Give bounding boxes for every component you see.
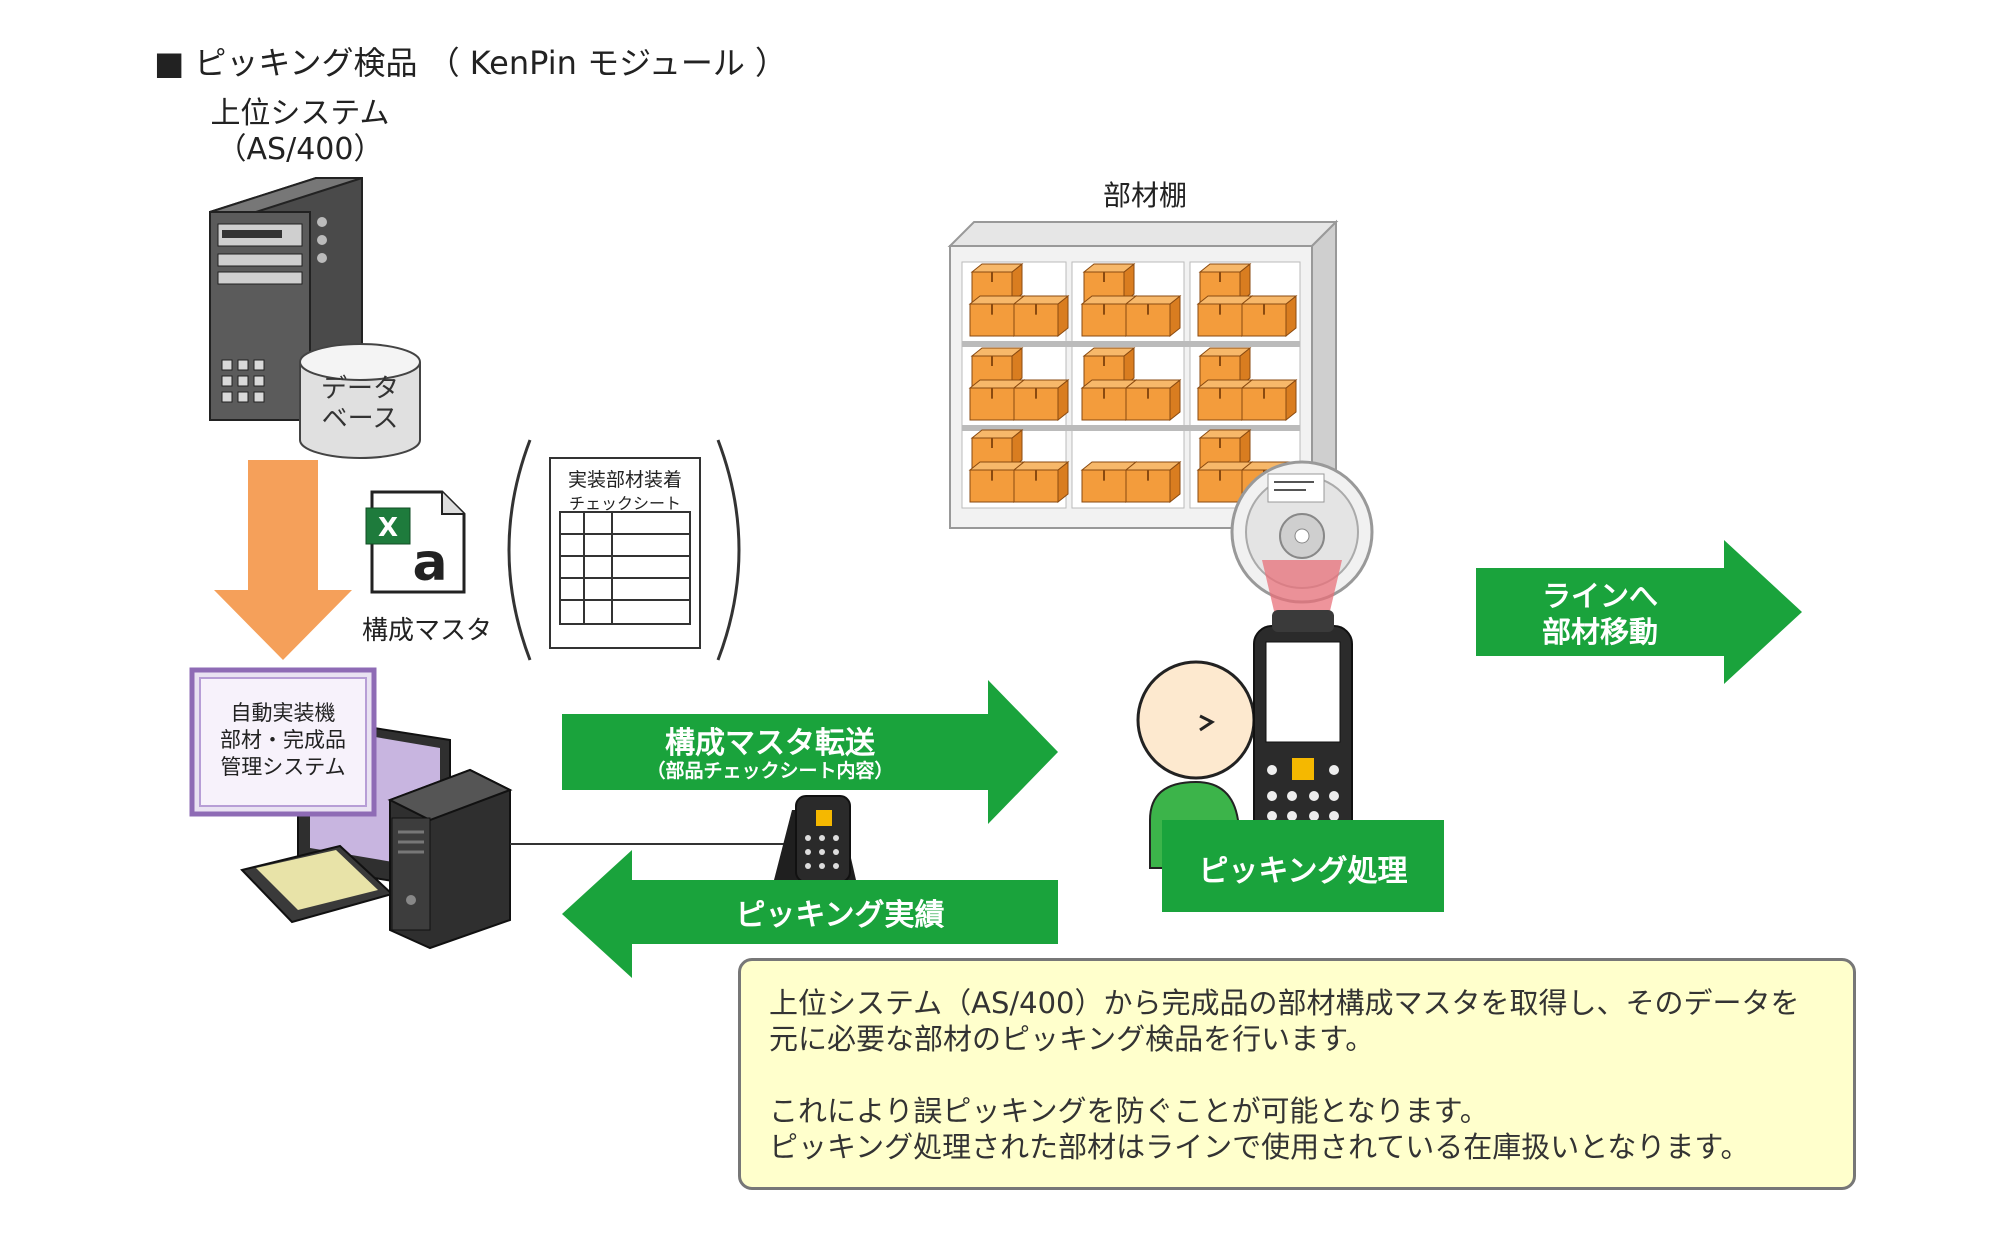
result-arrow-label: ピッキング実績 [735, 898, 945, 933]
transfer-arrow-sublabel: （部品チェックシート内容） [646, 760, 894, 782]
box-icon [1124, 460, 1182, 504]
box-icon [1012, 378, 1070, 422]
info-line: ピッキング処理された部材はラインで使用されている在庫扱いとなります。 [769, 1130, 1750, 1164]
checksheet-label: 実装部材装着 チェックシート [550, 468, 700, 516]
to-line-arrow-label: ラインへ 部材移動 [1480, 578, 1720, 650]
box-icon [1012, 460, 1070, 504]
picking-label: ピッキング処理 [1198, 854, 1408, 889]
checksheet-label-line1: 実装部材装着 [567, 469, 682, 491]
host-system-sub-label: （AS/400） [216, 132, 384, 167]
box-icon [1240, 294, 1298, 338]
download-arrow [214, 460, 352, 660]
box-icon [1012, 294, 1070, 338]
to-line-arrow-label-line1: ラインへ [1541, 579, 1658, 613]
database-label-line1: データ [320, 374, 399, 404]
info-line: これにより誤ピッキングを防ぐことが可能となります。 [769, 1094, 1489, 1128]
to-line-arrow [1476, 540, 1802, 684]
checksheet-icon [507, 439, 741, 661]
monitor-label: 自動実装機 部材・完成品 管理システム [200, 700, 366, 781]
transfer-arrow-label: 構成マスタ転送 [665, 726, 875, 761]
info-line: 上位システム（AS/400）から完成品の部材構成マスタを取得し、そのデータを [769, 986, 1800, 1020]
monitor-label-line3: 管理システム [220, 755, 346, 779]
database-label-line2: ベース [321, 404, 399, 434]
monitor-label-line1: 自動実装機 [230, 701, 336, 725]
picking-box [1162, 820, 1444, 912]
box-icon [1124, 378, 1182, 422]
to-line-arrow-label-line2: 部材移動 [1541, 615, 1658, 649]
result-arrow [562, 850, 1058, 978]
box-icon [1240, 378, 1298, 422]
svg-text:X: X [378, 513, 398, 543]
transfer-arrow [562, 680, 1058, 824]
checksheet-label-line2: チェックシート [568, 494, 681, 513]
database-icon [299, 343, 421, 459]
box-icon [1124, 294, 1182, 338]
handheld-scanner-icon [774, 795, 856, 883]
excel-icon: X a [365, 490, 466, 594]
shelf-boxes [968, 262, 1298, 504]
svg-text:a: a [412, 533, 447, 593]
database-label: データ ベース [312, 374, 408, 434]
page-title: ■ ピッキング検品 （ KenPin モジュール ） [154, 44, 788, 82]
shelf-label: 部材棚 [1102, 179, 1187, 212]
monitor-label-line2: 部材・完成品 [220, 728, 346, 752]
handheld-scanner-icon [1253, 610, 1353, 847]
excel-label: 構成マスタ [361, 616, 492, 646]
host-system-label: 上位システム [210, 96, 390, 131]
info-line: 元に必要な部材のピッキング検品を行います。 [769, 1022, 1375, 1056]
info-box: 上位システム（AS/400）から完成品の部材構成マスタを取得し、そのデータを 元… [738, 958, 1856, 1190]
